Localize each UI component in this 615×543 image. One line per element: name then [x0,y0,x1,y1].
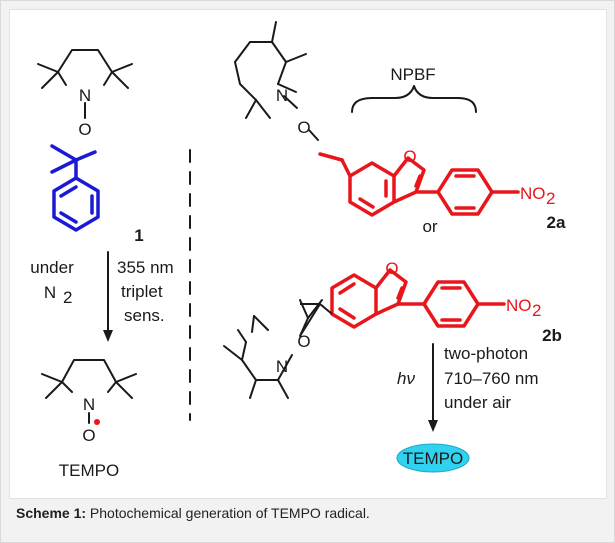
condition-two-photon: two-photon [444,344,528,363]
compound-2a-o-atom: O [297,118,310,137]
tempo-product-label: TEMPO [403,449,463,468]
caption-text: Photochemical generation of TEMPO radica… [86,505,370,521]
npbf-label: NPBF [390,65,435,84]
compound-1-cumyl [50,144,100,232]
compound-2a-npbf-core [318,152,520,217]
tempo-pill [396,443,470,473]
compound-2b-npbf-core [330,268,506,329]
compound-2b-no2: NO [506,296,532,315]
compound-2a-label: 2a [547,213,566,232]
2b-link-2 [299,303,321,337]
condition-n2: N [44,283,56,302]
compound-2b-no2-subscript: 2 [532,301,541,320]
condition-hv: hν [397,369,415,388]
compound-2b-furan-o: O [385,259,398,278]
figure-caption: Scheme 1: Photochemical generation of TE… [16,505,370,521]
compound-1-n-atom: N [79,86,91,105]
tempo-label-left: TEMPO [59,461,119,480]
condition-355nm: 355 nm [117,258,174,277]
radical-dot [94,419,100,425]
tempo-n-atom: N [83,395,95,414]
compound-2b-label: 2b [542,326,562,345]
caption-label: Scheme 1: [16,505,87,521]
condition-sens: sens. [124,306,165,325]
compound-2a-no2-subscript: 2 [546,189,555,208]
compound-2b-n-atom: N [276,357,288,376]
npbf-brace [351,85,477,113]
compound-2b-piperidine [223,299,323,399]
tempo-o-atom: O [82,426,95,445]
condition-n2-subscript: 2 [63,288,72,307]
compound-2a-no2: NO [520,184,546,203]
compound-2a-furan-o: O [403,147,416,166]
or-label: or [422,217,437,236]
condition-710-760: 710–760 nm [444,369,539,388]
compound-1-o-atom: O [78,120,91,139]
compound-2a-n-atom: N [276,86,288,105]
2b-link [319,303,333,315]
condition-under-air: under air [444,393,511,412]
condition-under: under [30,258,74,277]
compound-1-label: 1 [134,226,143,245]
arrow-left-head [103,330,113,342]
arrow-right-head [428,420,438,432]
condition-triplet: triplet [121,282,163,301]
compound-2a-piperidine [234,21,319,141]
tempo-structure [41,359,137,424]
compound-1-piperidine [37,49,133,119]
compound-2b-o-atom: O [297,332,310,351]
